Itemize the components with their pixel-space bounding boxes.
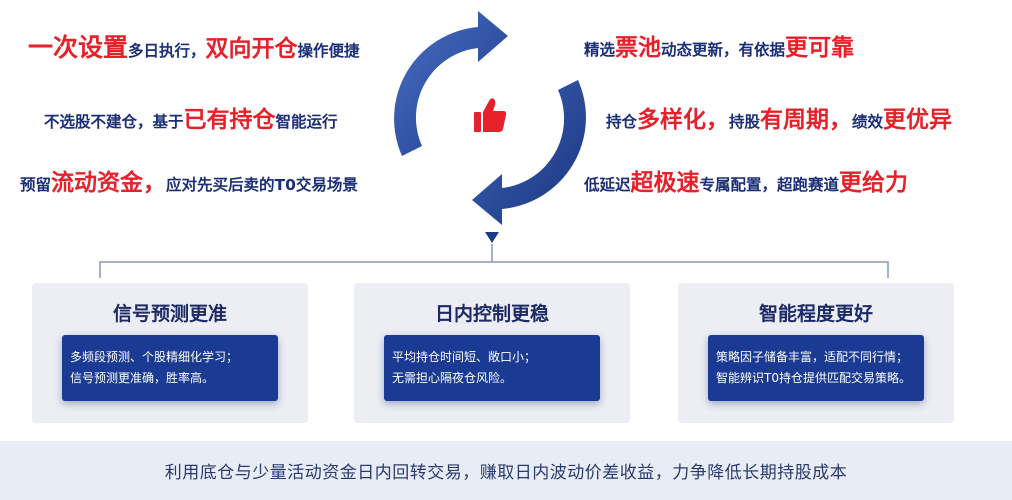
card-line: 无需担心隔夜仓风险。 xyxy=(392,371,513,385)
feature-left-1-highlight-2: 双向开仓 xyxy=(205,36,298,62)
feature-right-2-pre: 持仓 xyxy=(606,113,638,131)
card-title: 信号预测更准 xyxy=(112,303,227,325)
thumbs-up-icon xyxy=(474,98,507,132)
feature-right-3-highlight: 超极速 xyxy=(630,170,700,196)
card-title: 日内控制更稳 xyxy=(434,303,549,325)
card-line: 多频段预测、个股精细化学习； xyxy=(70,350,239,364)
feature-right-1-highlight: 票池 xyxy=(615,35,662,61)
card-signal-prediction: 信号预测更准 多频段预测、个股精细化学习； 信号预测更准确，胜率高。 xyxy=(32,283,308,423)
card-title: 智能程度更好 xyxy=(758,303,873,325)
feature-right-2-highlight-2: 有周期， xyxy=(760,107,853,133)
card-line: 策略因子储备丰富，适配不同行情； xyxy=(716,350,909,364)
footer-banner: 利用底仓与少量活动资金日内回转交易，赚取日内波动价差收益，力争降低长期持股成本 xyxy=(0,441,1012,500)
feature-left-3-pre: 预留 xyxy=(20,176,52,194)
feature-right-2-highlight: 多样化， xyxy=(637,107,730,133)
feature-right-2-mid: 持股 xyxy=(729,113,761,131)
feature-left-1-tail: 操作便捷 xyxy=(297,42,360,60)
feature-left-2-highlight: 已有持仓 xyxy=(183,107,276,133)
feature-right-3-highlight-2: 更给力 xyxy=(839,170,909,196)
cycle-arrow-top xyxy=(394,11,508,156)
cycle-arrows-graphic xyxy=(394,11,586,225)
feature-right-2-mid-2: 绩效 xyxy=(852,113,884,131)
feature-left-1-mid: 多日执行， xyxy=(128,42,206,60)
card-line: 智能辨识T0持仓提供匹配交易策略。 xyxy=(716,371,911,385)
feature-right-1: 精选票池动态更新，有依据更可靠 xyxy=(584,30,854,68)
feature-left-1: 一次设置多日执行，双向开仓操作便捷 xyxy=(28,30,360,69)
feature-right-3: 低延迟超极速专属配置，超跑赛道更给力 xyxy=(584,165,908,203)
card-line: 信号预测更准确，胜率高。 xyxy=(70,371,215,385)
footer-text: 利用底仓与少量活动资金日内回转交易，赚取日内波动价差收益，力争降低长期持股成本 xyxy=(164,463,848,483)
cycle-arrow-bottom xyxy=(472,80,586,225)
feature-left-3: 预留流动资金，应对先买后卖的T0交易场景 xyxy=(20,165,358,203)
feature-right-1-pre: 精选 xyxy=(584,41,616,59)
feature-right-1-highlight-2: 更可靠 xyxy=(785,35,855,61)
card-description-box: 多频段预测、个股精细化学习； 信号预测更准确，胜率高。 xyxy=(62,335,278,401)
feature-right-3-pre: 低延迟 xyxy=(584,176,631,194)
feature-left-3-highlight: 流动资金， xyxy=(51,170,167,196)
feature-right-2: 持仓多样化，持股有周期，绩效更优异 xyxy=(606,102,952,140)
down-pointer-icon xyxy=(485,232,499,243)
card-line: 平均持仓时间短、敞口小； xyxy=(392,350,537,364)
feature-right-2-highlight-3: 更优异 xyxy=(883,107,953,133)
feature-left-3-tail: 应对先买后卖的T0交易场景 xyxy=(166,176,358,194)
feature-right-3-mid: 专属配置，超跑赛道 xyxy=(699,176,840,194)
feature-left-2-pre: 不选股不建仓，基于 xyxy=(44,113,184,131)
feature-left-2-tail: 智能运行 xyxy=(275,113,338,131)
feature-right-1-mid: 动态更新，有依据 xyxy=(661,41,786,59)
card-intraday-control: 日内控制更稳 平均持仓时间短、敞口小； 无需担心隔夜仓风险。 xyxy=(354,283,630,423)
feature-left-2: 不选股不建仓，基于已有持仓智能运行 xyxy=(44,102,338,140)
feature-left-1-highlight: 一次设置 xyxy=(28,33,129,62)
card-description-box: 平均持仓时间短、敞口小； 无需担心隔夜仓风险。 xyxy=(384,335,600,401)
card-intelligence: 智能程度更好 策略因子储备丰富，适配不同行情； 智能辨识T0持仓提供匹配交易策略… xyxy=(678,283,954,423)
card-description-box: 策略因子储备丰富，适配不同行情； 智能辨识T0持仓提供匹配交易策略。 xyxy=(708,335,924,401)
